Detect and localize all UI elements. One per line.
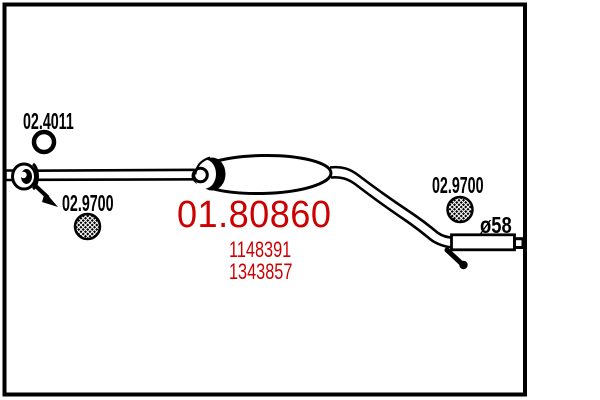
rubber-mount-left-icon [73,212,102,241]
oe-number-1: 1148391 [229,237,292,262]
diameter-label: ø58 [480,212,512,238]
muffler-cap-seam [194,156,211,175]
flange-icon [4,162,39,191]
drawing-frame [2,2,527,397]
middle-muffler [191,153,333,196]
hanger-rod-right [444,247,468,270]
inlet-pipe [35,168,201,182]
oe-number-2: 1343857 [229,259,293,284]
gasket-code-label: 02.4011 [23,108,74,134]
gasket-ring-icon [31,129,57,155]
end-connector [513,237,525,249]
rubber-mount-right-icon [446,195,474,224]
muffler-inlet-hole [192,166,209,184]
mount-code-label-right: 02.9700 [432,172,484,198]
outlet-pipe [329,165,455,249]
mount-code-label-left: 02.9700 [62,190,114,216]
part-number: 01.80860 [177,194,332,236]
hanger-arrow-left [31,182,58,207]
